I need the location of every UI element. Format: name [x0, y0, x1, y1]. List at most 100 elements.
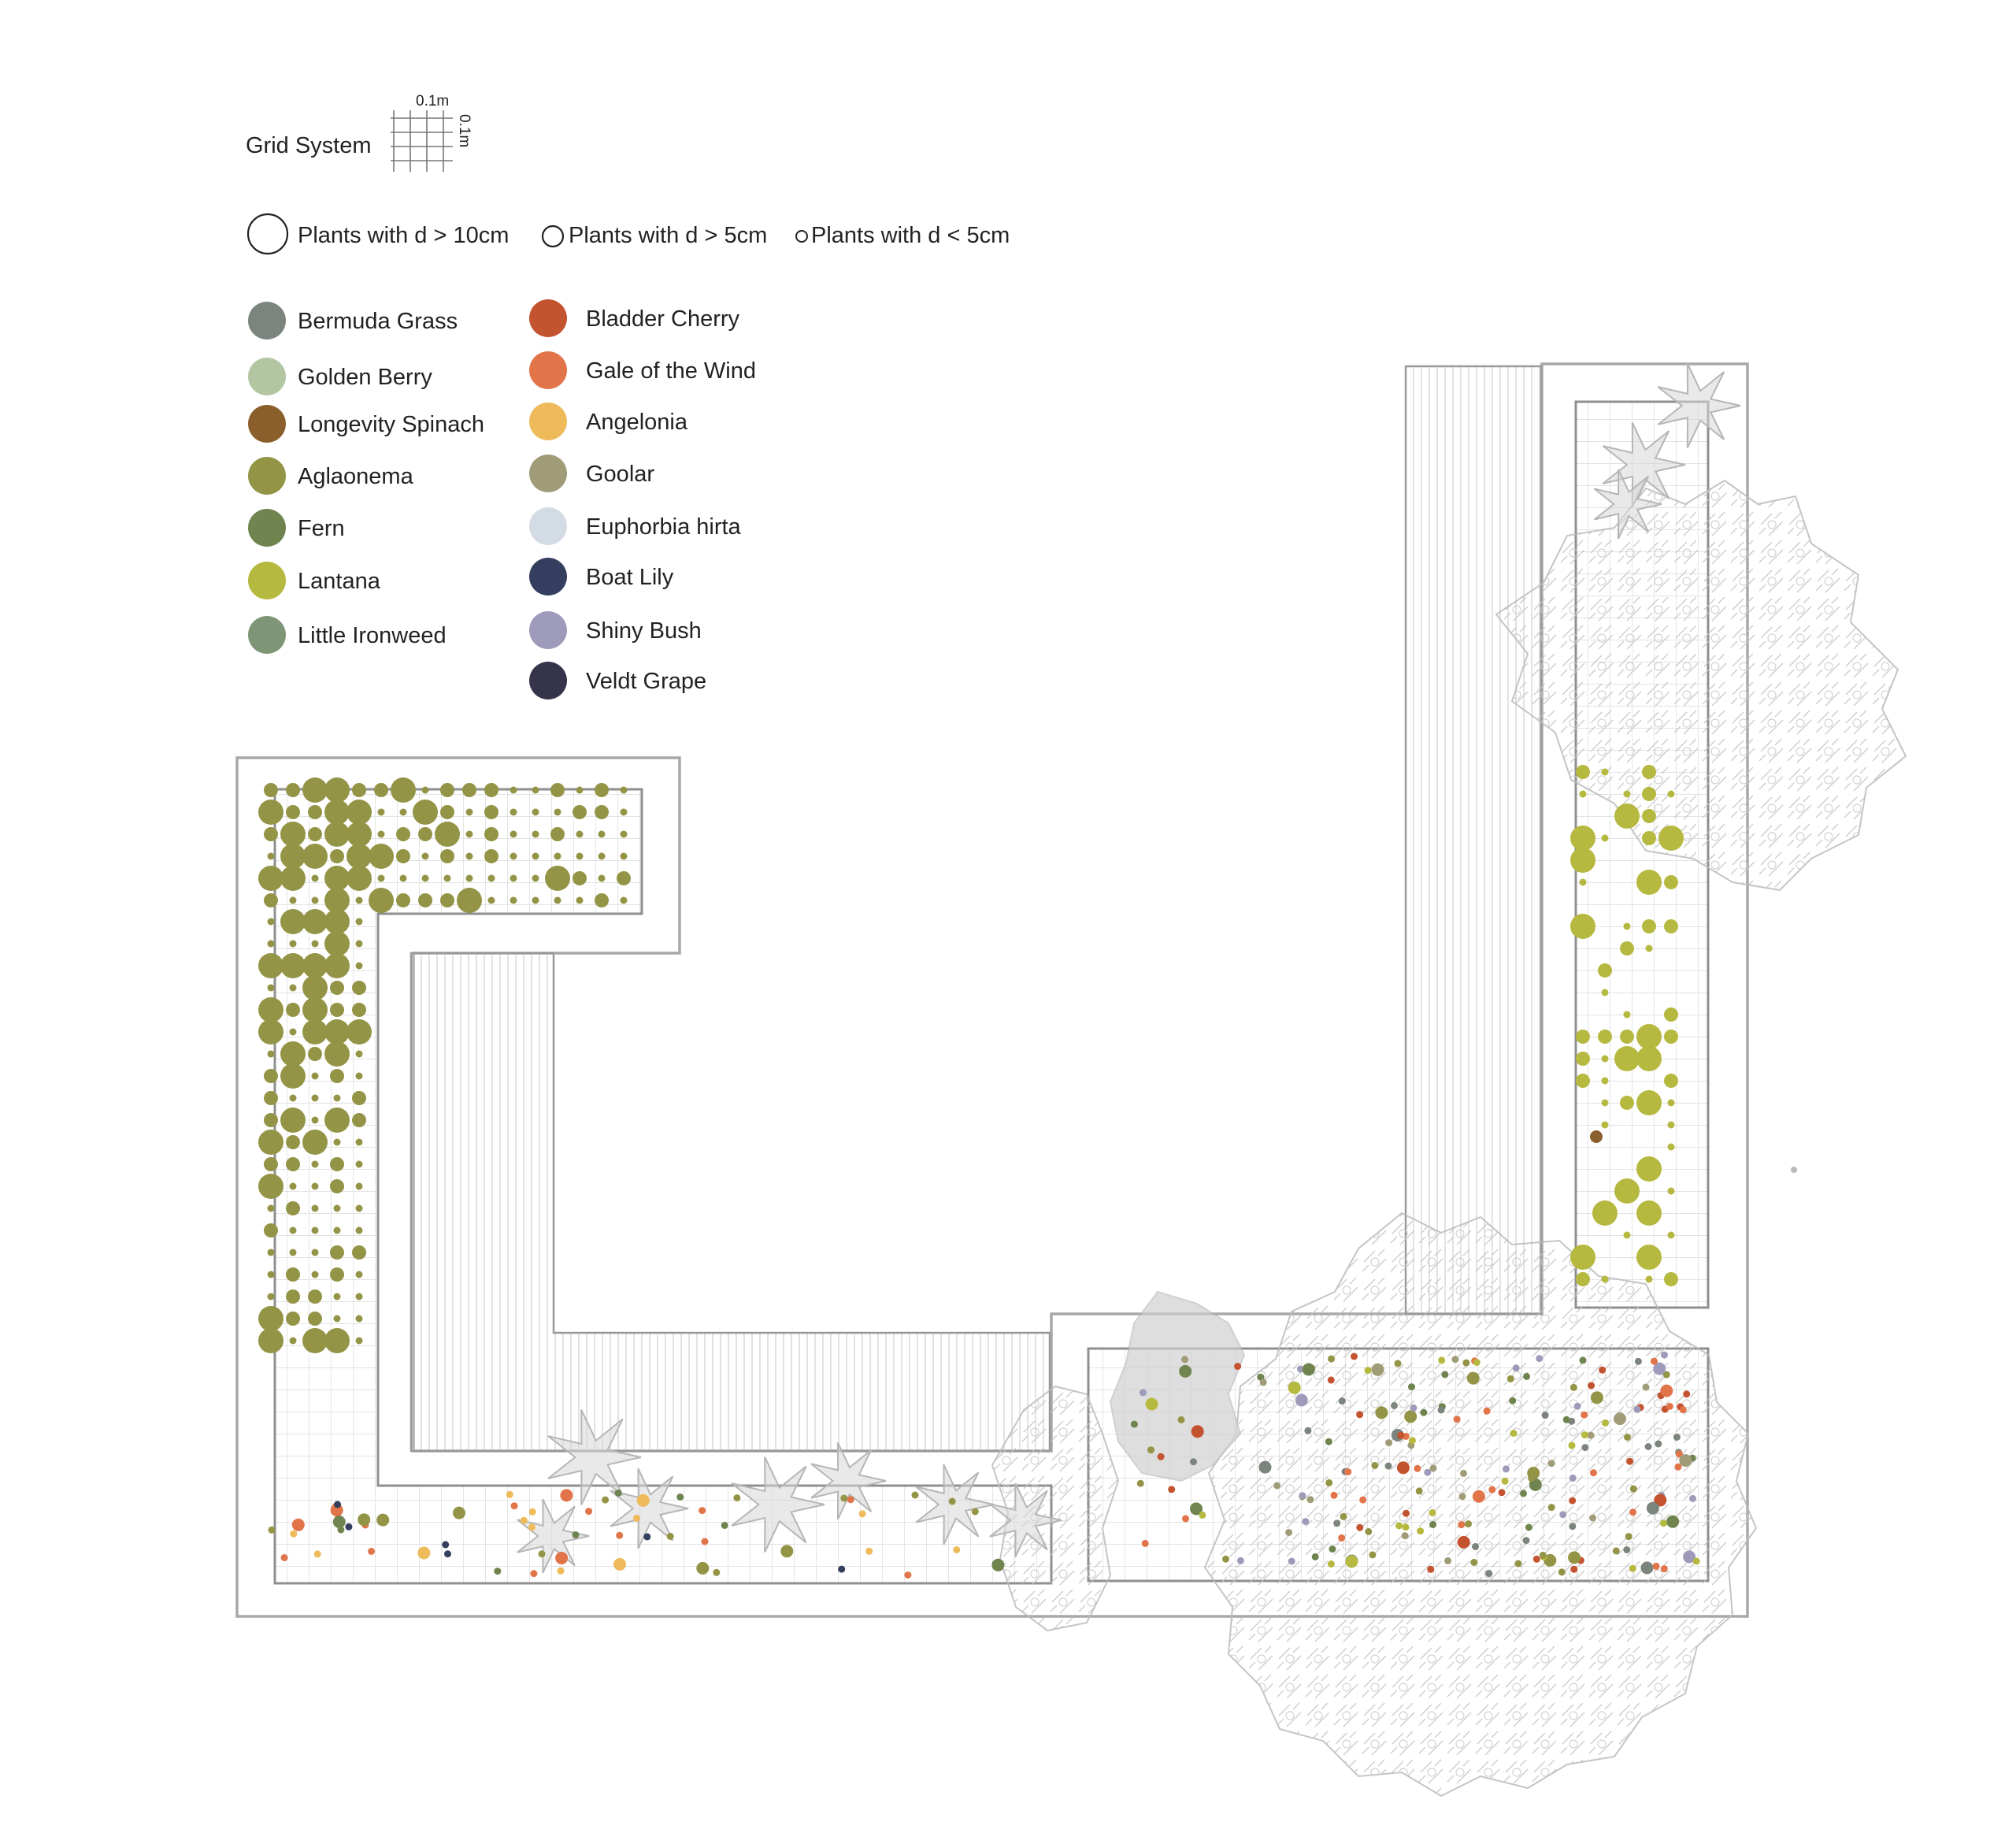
plant-dot	[1453, 1416, 1461, 1423]
plant-dot	[953, 1546, 961, 1553]
plant-dot	[1573, 1402, 1581, 1410]
plant-dot	[1629, 1508, 1637, 1516]
plant-dot	[911, 1491, 919, 1499]
grid-dim-vertical: 0.1m	[456, 114, 472, 147]
plant-dot	[308, 1047, 322, 1061]
plant-dot	[1674, 1463, 1682, 1471]
plant-dot	[555, 1552, 569, 1564]
plant-dot	[1417, 1527, 1425, 1535]
plant-dot	[324, 777, 350, 803]
plant-dot	[1438, 1356, 1446, 1364]
plant-dot	[1404, 1410, 1418, 1423]
plant-dot	[1636, 1046, 1662, 1071]
plant-dot	[355, 1315, 363, 1323]
plant-dot	[1601, 834, 1609, 842]
plant-dot	[332, 1516, 346, 1528]
plant-dot	[1590, 1391, 1603, 1404]
plant-dot	[311, 1072, 319, 1080]
plant-dot	[1177, 1416, 1185, 1423]
plant-dot	[510, 830, 517, 838]
plant-dot	[352, 1113, 366, 1127]
plant-dot	[573, 871, 587, 885]
plant-dot	[1304, 1427, 1312, 1434]
decking-left	[410, 952, 1051, 1453]
plant-dot	[510, 1502, 518, 1510]
legend-label-boatlily: Boat Lily	[586, 565, 674, 590]
plant-dot	[840, 1494, 848, 1502]
plant-dot	[418, 827, 432, 841]
plant-dot	[286, 1135, 300, 1149]
plant-dot	[1273, 1482, 1281, 1490]
legend-label-longevity: Longevity Spinach	[298, 412, 484, 437]
plant-dot	[440, 849, 454, 863]
plant-dot	[355, 1050, 363, 1058]
plant-dot	[355, 1293, 363, 1301]
plant-dot	[1306, 1496, 1314, 1504]
plant-dot	[286, 783, 300, 797]
plant-dot	[280, 822, 306, 847]
plant-dot	[1234, 1363, 1242, 1371]
plant-dot	[369, 844, 394, 869]
plant-dot	[289, 1249, 297, 1256]
plant-dot	[1614, 1412, 1626, 1426]
plant-dot	[1338, 1534, 1346, 1542]
plant-dot	[1645, 944, 1653, 952]
plant-dot	[333, 1226, 341, 1234]
plant-dot	[302, 844, 328, 869]
plant-dot	[465, 852, 473, 860]
plant-dot	[487, 896, 495, 904]
plant-dot	[576, 896, 584, 904]
plant-dot	[1667, 1231, 1675, 1239]
plant-dot	[1466, 1371, 1480, 1385]
grid-system-title: Grid System	[246, 133, 372, 158]
plant-dot	[1590, 1130, 1603, 1143]
plant-dot	[289, 896, 297, 904]
plant-dot	[1340, 1512, 1347, 1520]
plant-dot	[346, 800, 372, 825]
plant-dot	[355, 1204, 363, 1212]
plant-dot	[1401, 1532, 1409, 1540]
plant-dot	[1536, 1355, 1544, 1363]
plant-dot	[1636, 870, 1662, 895]
plant-dot	[346, 822, 372, 847]
plant-dot	[1664, 919, 1678, 933]
palm-tree	[1602, 421, 1686, 508]
plant-dot	[453, 1506, 465, 1519]
grid-icon	[391, 110, 453, 172]
plant-dot	[1547, 1460, 1555, 1468]
plant-dot	[396, 827, 410, 841]
plant-dot	[330, 1069, 344, 1083]
plant-dot	[1642, 831, 1656, 845]
plant-dot	[308, 1289, 322, 1304]
plant-dot	[1598, 963, 1612, 978]
plant-dot	[413, 800, 438, 825]
plant-dot	[1502, 1465, 1510, 1473]
plant-dot	[1501, 1477, 1509, 1485]
plant-dot	[1385, 1439, 1393, 1447]
plant-dot	[1592, 1200, 1618, 1226]
plant-dot	[289, 1028, 297, 1036]
plant-dot	[444, 1550, 451, 1558]
plant-dot	[554, 808, 561, 816]
plant-dot	[1364, 1367, 1372, 1375]
plant-dot	[264, 1113, 278, 1127]
plant-dot	[1666, 1402, 1673, 1410]
plant-dot	[355, 940, 363, 948]
plant-dot	[1633, 1405, 1641, 1413]
plant-dot	[324, 953, 350, 978]
plant-dot	[616, 1531, 624, 1539]
plant-dot	[442, 1541, 450, 1549]
plant-dot	[355, 1138, 363, 1146]
plant-dot	[313, 1550, 321, 1558]
plant-dot	[1601, 1055, 1609, 1063]
plant-dot	[302, 1328, 328, 1353]
plant-dot	[1590, 1469, 1597, 1477]
plant-dot	[311, 1182, 319, 1190]
plant-dot	[1288, 1381, 1301, 1394]
plant-dot	[311, 940, 319, 948]
plant-dot	[290, 1530, 298, 1538]
plant-dot	[280, 909, 306, 934]
plant-dot	[1660, 1384, 1673, 1397]
plant-dot	[377, 874, 385, 882]
plant-dot	[1145, 1397, 1158, 1411]
